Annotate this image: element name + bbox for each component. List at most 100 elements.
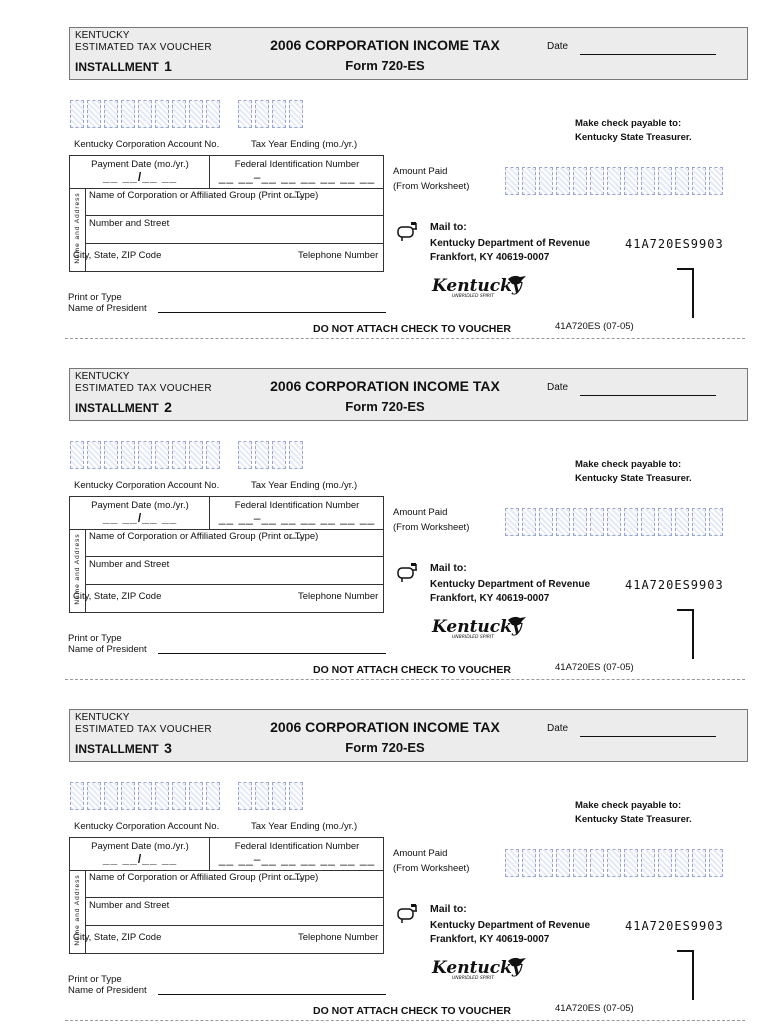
mail-city: Frankfort, KY 40619-0007 bbox=[430, 252, 550, 263]
account-number-boxes[interactable] bbox=[70, 100, 220, 128]
form-title: 2006 CORPORATION INCOME TAX bbox=[270, 719, 500, 735]
corporation-name-label: Name of Corporation or Affiliated Group … bbox=[89, 190, 319, 201]
fein-field[interactable]: __ __–__ __ __ __ __ __ __ bbox=[218, 852, 376, 880]
mail-to-label: Mail to: bbox=[430, 562, 467, 574]
form-title: 2006 CORPORATION INCOME TAX bbox=[270, 37, 500, 53]
from-worksheet-label: (From Worksheet) bbox=[393, 181, 470, 192]
president-name-label: Name of President bbox=[68, 985, 147, 996]
voucher-type-label: ESTIMATED TAX VOUCHER bbox=[75, 42, 212, 53]
no-attach-notice: DO NOT ATTACH CHECK TO VOUCHER bbox=[313, 1005, 511, 1017]
date-label: Date bbox=[547, 723, 569, 734]
kentucky-logo: Kentucky UNBRIDLED SPIRIT bbox=[431, 957, 526, 981]
tax-year-boxes[interactable] bbox=[238, 100, 303, 128]
ocr-code: 41A720ES9903 bbox=[625, 919, 724, 933]
logo-wordmark: Kentucky bbox=[431, 617, 523, 637]
fein-field[interactable]: __ __–__ __ __ __ __ __ __ bbox=[218, 511, 376, 539]
date-label: Date bbox=[547, 41, 569, 52]
voucher-type-label: ESTIMATED TAX VOUCHER bbox=[75, 383, 212, 394]
ocr-code: 41A720ES9903 bbox=[625, 237, 724, 251]
taxpayer-info-grid: Payment Date (mo./yr.) __ __/__ __ Feder… bbox=[69, 496, 384, 613]
date-field[interactable] bbox=[580, 395, 716, 396]
account-number-boxes[interactable] bbox=[70, 441, 220, 469]
taxpayer-info-grid: Payment Date (mo./yr.) __ __/__ __ Feder… bbox=[69, 837, 384, 954]
president-name-label: Name of President bbox=[68, 303, 147, 314]
city-label: City, State, ZIP Code bbox=[73, 591, 162, 602]
payable-line-1: Make check payable to: bbox=[575, 800, 682, 811]
logo-tagline: UNBRIDLED SPIRIT bbox=[452, 975, 495, 981]
corporation-name-label: Name of Corporation or Affiliated Group … bbox=[89, 872, 319, 883]
date-field[interactable] bbox=[580, 54, 716, 55]
form-number: 41A720ES (07-05) bbox=[555, 662, 634, 673]
cut-line bbox=[65, 338, 745, 339]
payment-date-label: Payment Date (mo./yr.) bbox=[91, 841, 189, 852]
payable-line-1: Make check payable to: bbox=[575, 118, 682, 129]
tax-year-label: Tax Year Ending (mo./yr.) bbox=[251, 139, 358, 150]
date-fein-row: Payment Date (mo./yr.) __ __/__ __ Feder… bbox=[70, 156, 383, 198]
payable-to: Make check payable to: Kentucky State Tr… bbox=[575, 117, 692, 145]
form-name: Form 720-ES bbox=[345, 399, 425, 414]
taxpayer-info-grid: Payment Date (mo./yr.) __ __/__ __ Feder… bbox=[69, 155, 384, 272]
no-attach-notice: DO NOT ATTACH CHECK TO VOUCHER bbox=[313, 323, 511, 335]
corner-mark bbox=[677, 268, 694, 318]
logo-tagline: UNBRIDLED SPIRIT bbox=[452, 293, 495, 299]
payable-line-2: Kentucky State Treasurer. bbox=[575, 132, 692, 143]
voucher-header: KENTUCKY ESTIMATED TAX VOUCHER INSTALLME… bbox=[69, 709, 748, 762]
ocr-code: 41A720ES9903 bbox=[625, 578, 724, 592]
telephone-label: Telephone Number bbox=[298, 591, 379, 602]
corporation-name-field[interactable]: Name of Corporation or Affiliated Group … bbox=[86, 870, 383, 898]
tax-year-boxes[interactable] bbox=[238, 782, 303, 810]
tax-year-boxes[interactable] bbox=[238, 441, 303, 469]
corporation-name-field[interactable]: Name of Corporation or Affiliated Group … bbox=[86, 529, 383, 557]
from-worksheet-label: (From Worksheet) bbox=[393, 863, 470, 874]
payment-date-label: Payment Date (mo./yr.) bbox=[91, 159, 189, 170]
payable-line-2: Kentucky State Treasurer. bbox=[575, 814, 692, 825]
kentucky-logo: Kentucky UNBRIDLED SPIRIT bbox=[431, 616, 526, 640]
amount-paid-boxes[interactable] bbox=[505, 849, 723, 877]
amount-paid-label: Amount Paid bbox=[393, 848, 448, 859]
kentucky-logo: Kentucky UNBRIDLED SPIRIT bbox=[431, 275, 526, 299]
president-name-field[interactable] bbox=[158, 653, 386, 654]
account-number-boxes[interactable] bbox=[70, 782, 220, 810]
mail-city: Frankfort, KY 40619-0007 bbox=[430, 593, 550, 604]
mailbox-icon bbox=[397, 904, 417, 923]
voucher-header: KENTUCKY ESTIMATED TAX VOUCHER INSTALLME… bbox=[69, 368, 748, 421]
payment-date-cell[interactable]: Payment Date (mo./yr.) __ __/__ __ bbox=[70, 838, 210, 870]
logo-wordmark: Kentucky bbox=[431, 958, 523, 978]
installment-number: 1 bbox=[164, 58, 172, 74]
installment-label: INSTALLMENT 3 bbox=[75, 740, 172, 756]
street-field[interactable]: Number and Street bbox=[86, 898, 383, 926]
street-label: Number and Street bbox=[89, 900, 170, 911]
payment-date-blank: __ __/__ __ bbox=[102, 511, 178, 525]
installment-label: INSTALLMENT 2 bbox=[75, 399, 172, 415]
corner-mark bbox=[677, 609, 694, 659]
corporation-name-label: Name of Corporation or Affiliated Group … bbox=[89, 531, 319, 542]
street-field[interactable]: Number and Street bbox=[86, 216, 383, 244]
telephone-label: Telephone Number bbox=[298, 932, 379, 943]
amount-paid-boxes[interactable] bbox=[505, 508, 723, 536]
fein-field[interactable]: __ __–__ __ __ __ __ __ __ bbox=[218, 170, 376, 198]
logo-wordmark: Kentucky bbox=[431, 276, 523, 296]
amount-paid-boxes[interactable] bbox=[505, 167, 723, 195]
estimated-tax-voucher: KENTUCKY ESTIMATED TAX VOUCHER INSTALLME… bbox=[0, 341, 770, 682]
payment-date-cell[interactable]: Payment Date (mo./yr.) __ __/__ __ bbox=[70, 156, 210, 188]
telephone-label: Telephone Number bbox=[298, 250, 379, 261]
date-field[interactable] bbox=[580, 736, 716, 737]
street-field[interactable]: Number and Street bbox=[86, 557, 383, 585]
name-address-strip: Name and Address bbox=[70, 188, 86, 271]
payment-date-blank: __ __/__ __ bbox=[102, 852, 178, 866]
mail-department: Kentucky Department of Revenue bbox=[430, 920, 591, 931]
cut-line bbox=[65, 679, 745, 680]
account-number-label: Kentucky Corporation Account No. bbox=[74, 821, 220, 832]
date-label: Date bbox=[547, 382, 569, 393]
payment-date-blank: __ __/__ __ bbox=[102, 170, 178, 184]
president-name-field[interactable] bbox=[158, 312, 386, 313]
installment-label: INSTALLMENT 1 bbox=[75, 58, 172, 74]
estimated-tax-voucher: KENTUCKY ESTIMATED TAX VOUCHER INSTALLME… bbox=[0, 0, 770, 341]
corporation-name-field[interactable]: Name of Corporation or Affiliated Group … bbox=[86, 188, 383, 216]
amount-paid-label: Amount Paid bbox=[393, 166, 448, 177]
president-name-field[interactable] bbox=[158, 994, 386, 995]
city-label: City, State, ZIP Code bbox=[73, 932, 162, 943]
mail-department: Kentucky Department of Revenue bbox=[430, 238, 591, 249]
mail-to-label: Mail to: bbox=[430, 221, 467, 233]
payment-date-cell[interactable]: Payment Date (mo./yr.) __ __/__ __ bbox=[70, 497, 210, 529]
